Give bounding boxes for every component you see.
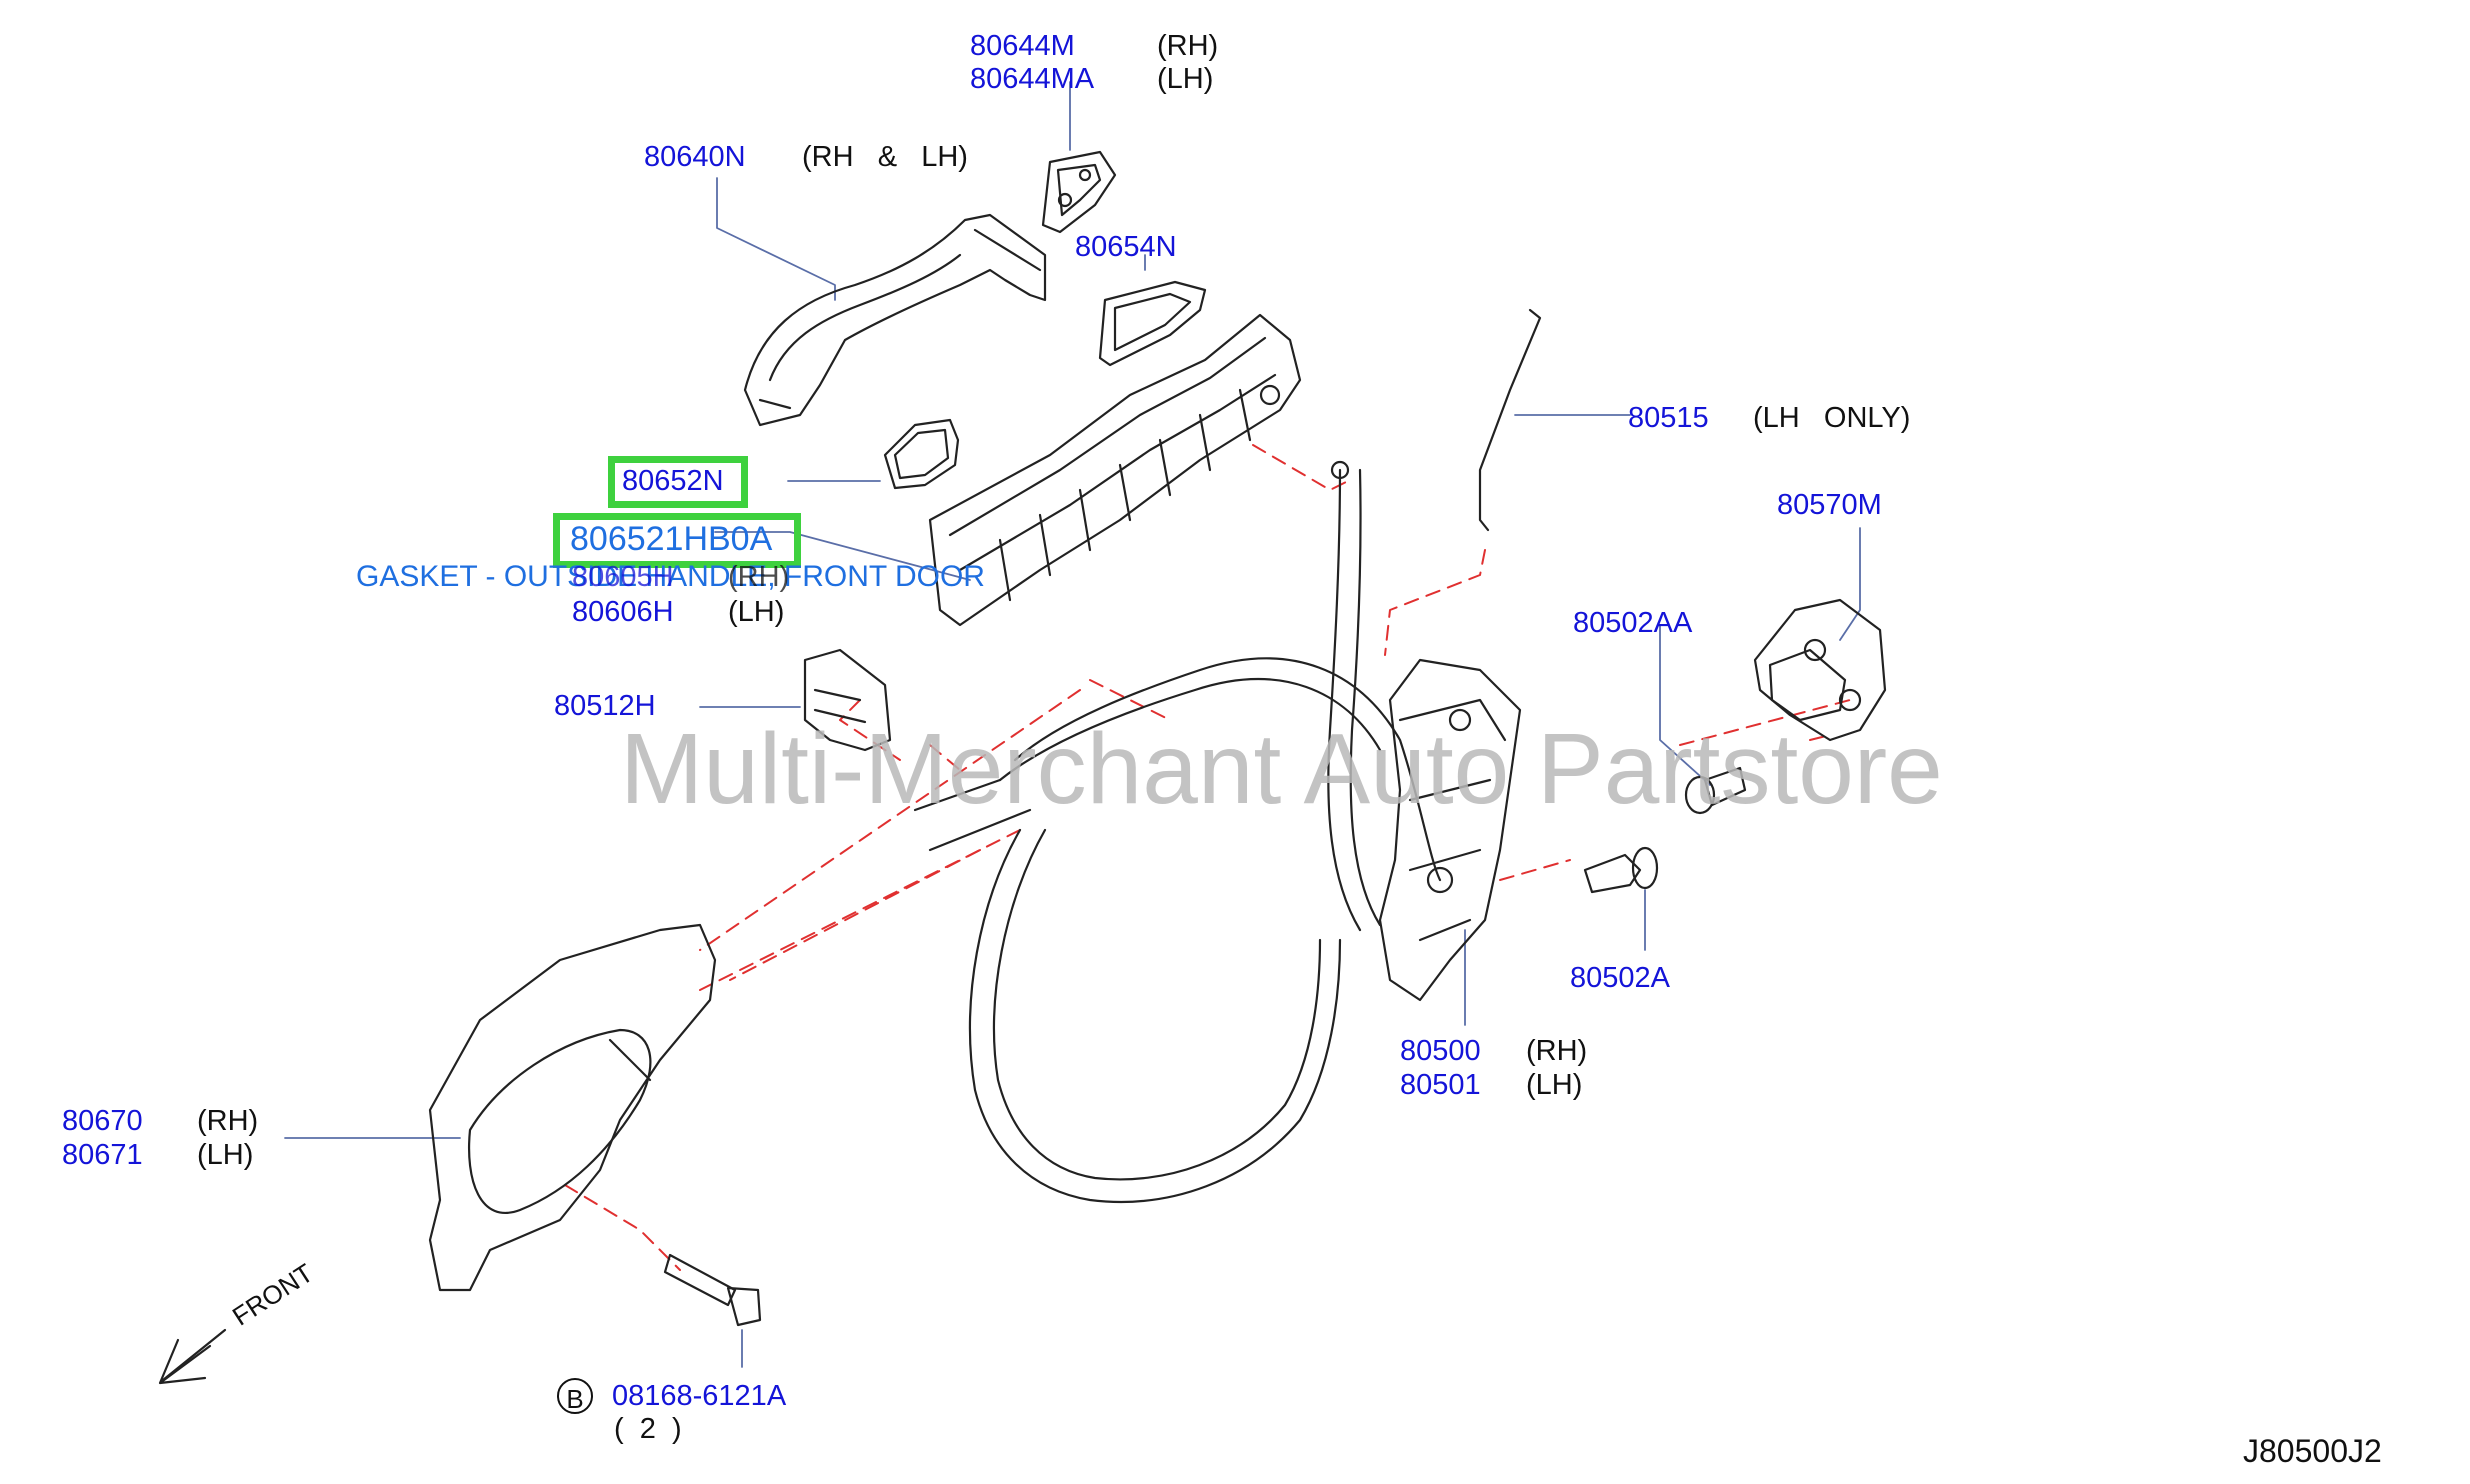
part-label-80644M[interactable]: 80644M [970,30,1075,62]
part-label-80501[interactable]: 80501 [1400,1069,1481,1101]
gasket-front-shape [883,418,960,490]
gasket-rear-shape [1098,280,1207,367]
highlight-box-80652N [608,456,748,508]
diagram-code: J80500J2 [2243,1433,2382,1469]
part-label-80670[interactable]: 80670 [62,1105,143,1137]
part-label-80502AA[interactable]: 80502AA [1573,607,1693,639]
lock-rod-shape [1478,308,1542,532]
part-label-80606H[interactable]: 80606H [572,596,674,628]
part-label-80570M[interactable]: 80570M [1777,489,1882,521]
screw-a-shape [1583,846,1659,894]
screw-aa-shape [1684,766,1747,815]
watermark: Multi-Merchant Auto Partstore [620,713,1943,825]
part-side-80644MA: (LH) [1157,63,1214,95]
striker-shape [1753,598,1887,742]
highlight-box-806521HB0A [553,513,801,568]
handle-bracket-shape [928,313,1302,627]
part-side-80500: (RH) [1526,1035,1588,1067]
part-side-80670: (RH) [197,1105,259,1137]
part-tooltip: GASKET - OUTSIDE HANDLE, FRONT DOOR [356,560,985,593]
part-side-80605H: (RH) [728,561,790,593]
part-label-80640N[interactable]: 80640N [644,141,746,173]
part-label-806521HB0A[interactable]: 806521HB0A [570,520,773,558]
cable-clip-shape [803,648,892,752]
part-side-80671: (LH) [197,1139,254,1171]
part-label-80654N[interactable]: 80654N [1075,231,1177,263]
part-label-80512H[interactable]: 80512H [554,690,656,722]
front-arrow-shape [158,1328,227,1385]
part-label-80671[interactable]: 80671 [62,1139,143,1171]
bolt-quantity: ( 2 ) [614,1413,682,1445]
door-lock-actuator-shape [1378,658,1522,1002]
assembly-guide-lines [564,444,1851,1271]
part-label-80644MA[interactable]: 80644MA [970,63,1095,95]
bolt-badge: B [557,1378,593,1414]
part-label-80500[interactable]: 80500 [1400,1035,1481,1067]
part-label-80515[interactable]: 80515 [1628,402,1709,434]
bolt-badge-letter: B [566,1384,584,1414]
part-label-80605H[interactable]: 80605H [572,561,674,593]
part-label-80502A[interactable]: 80502A [1570,962,1670,994]
part-label-80652N[interactable]: 80652N [622,465,724,497]
cable-shapes [913,460,1442,1203]
escutcheon-part-shape [1041,150,1117,234]
inside-handle-shape [428,923,717,1292]
part-side-80640N: (RH & LH) [802,141,968,173]
bolt-shape [663,1253,762,1327]
part-side-80515: (LH ONLY) [1753,402,1911,434]
part-side-80501: (LH) [1526,1069,1583,1101]
outside-handle-shape [743,213,1047,427]
part-label-08168-6121A[interactable]: 08168-6121A [612,1380,787,1412]
part-side-80606H: (LH) [728,596,785,628]
part-side-80644M: (RH) [1157,30,1219,62]
